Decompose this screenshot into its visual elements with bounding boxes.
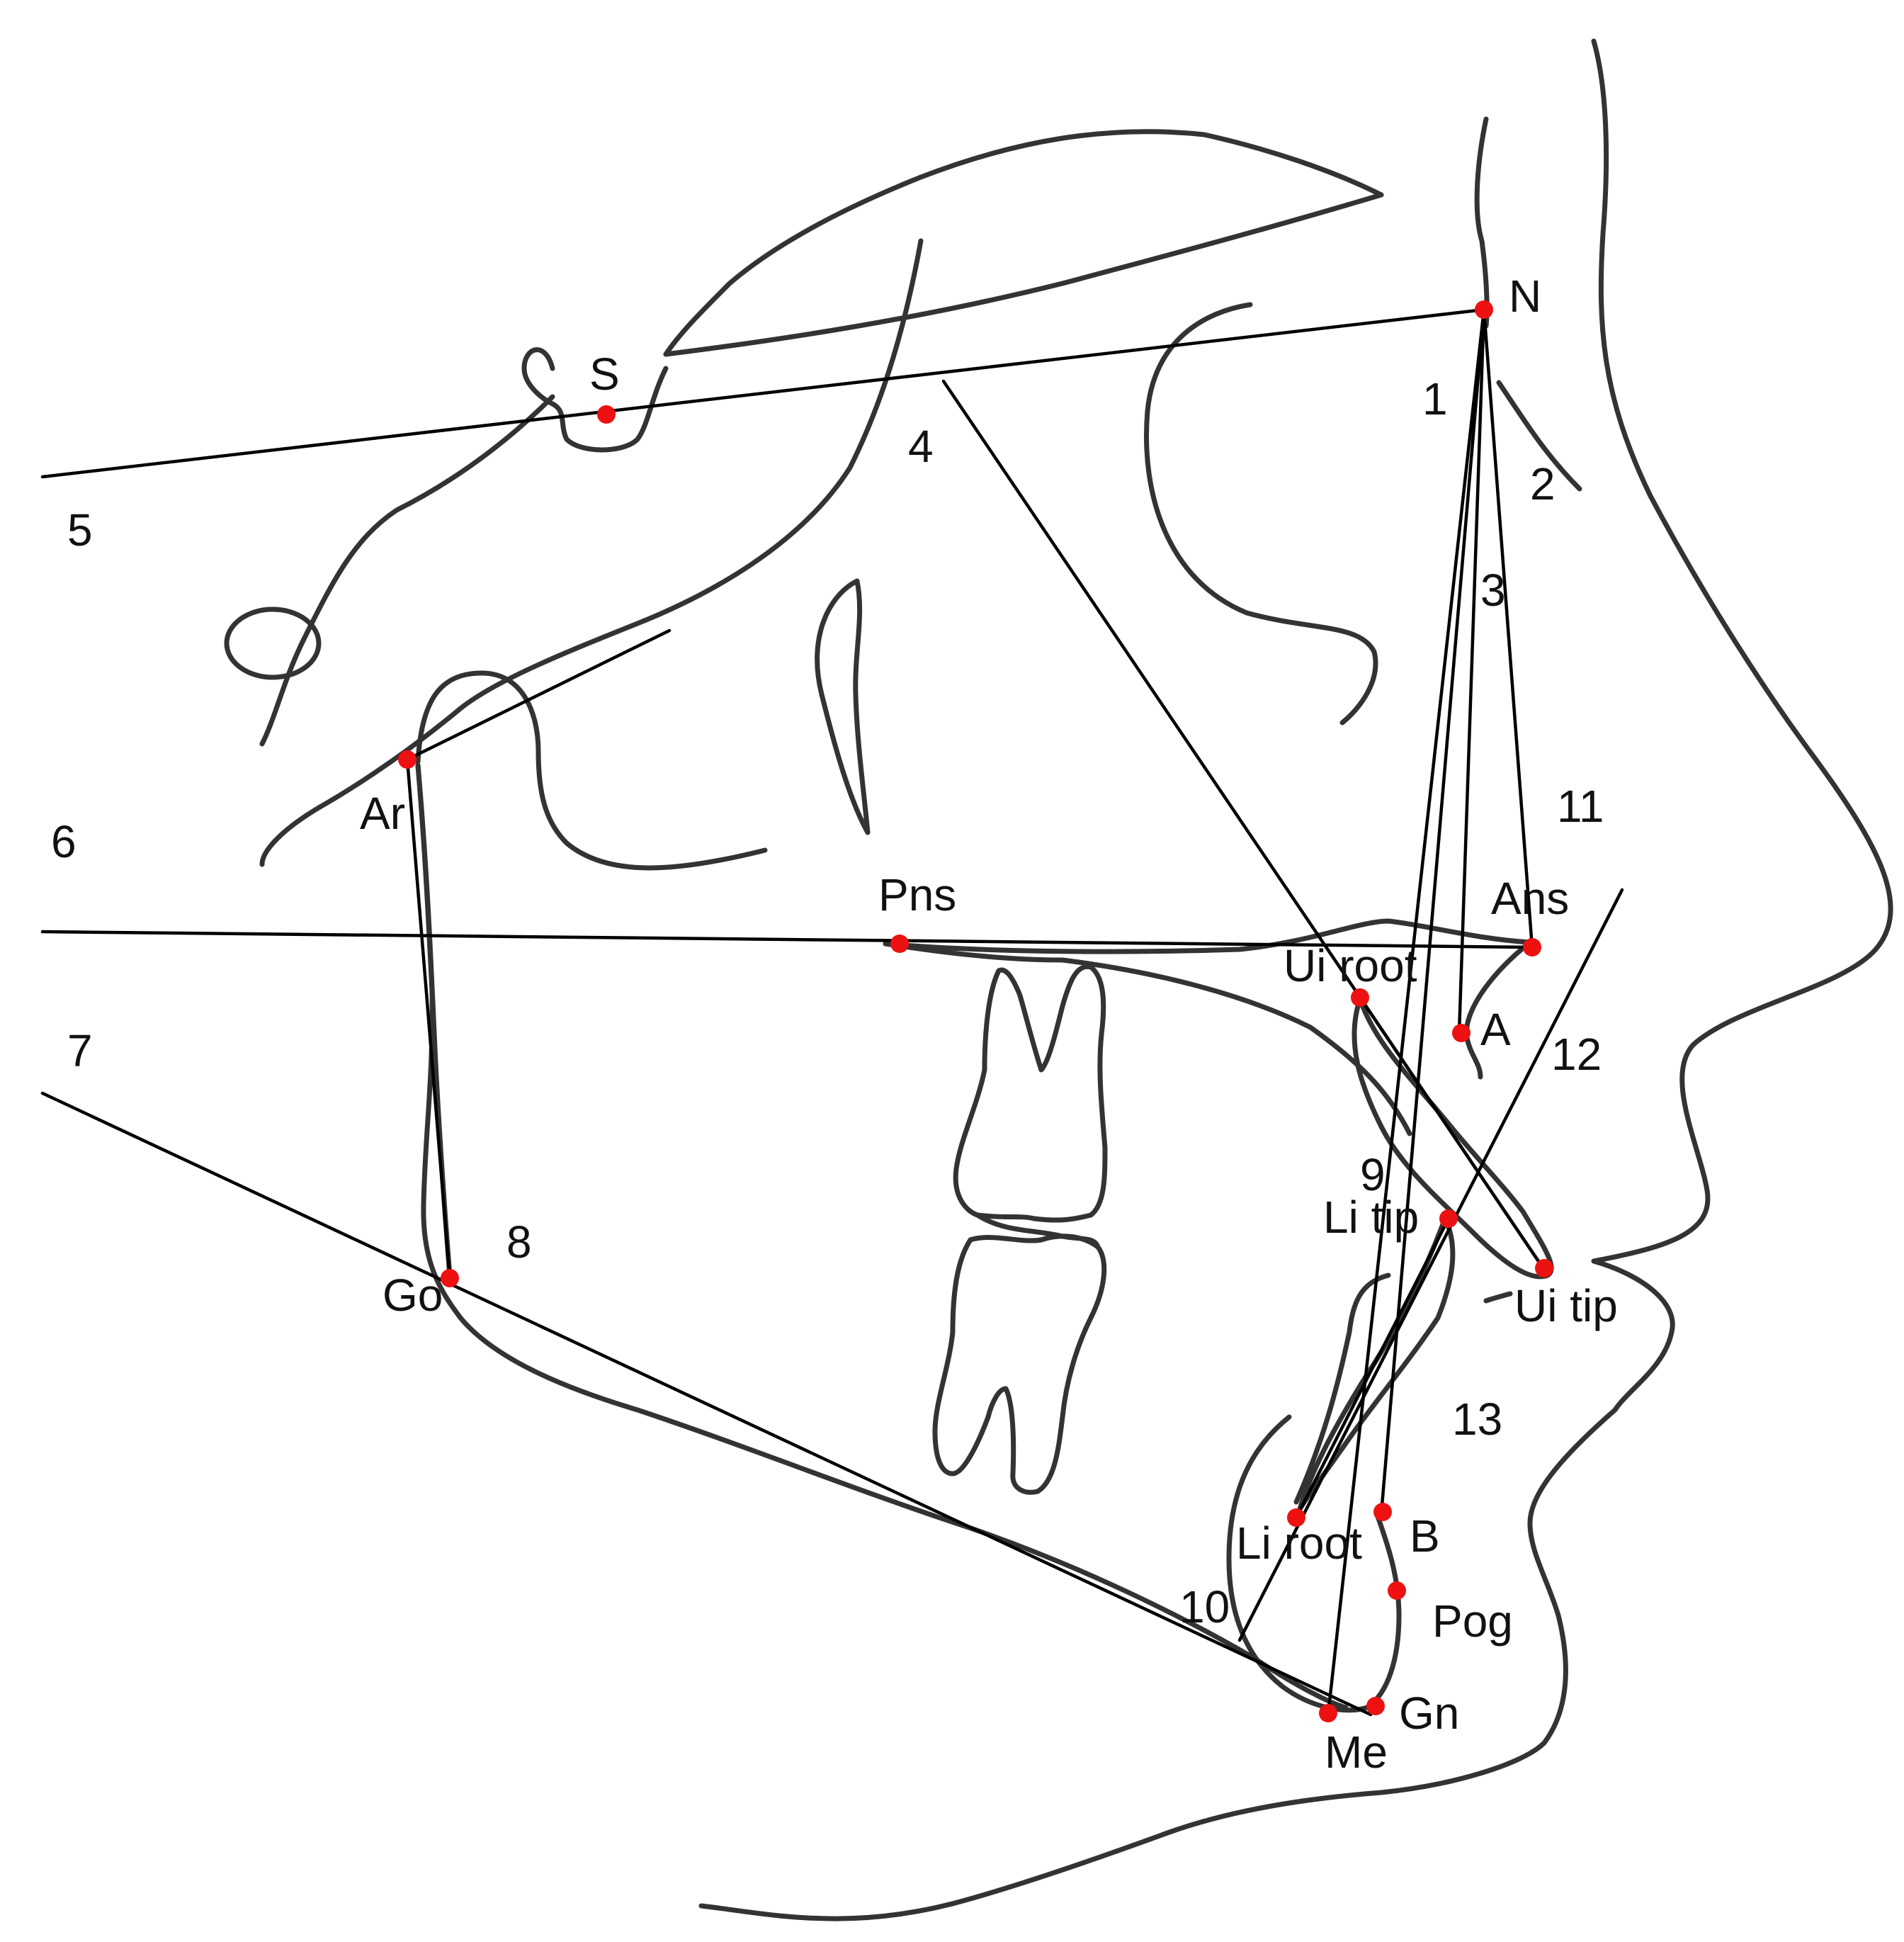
lower-molar xyxy=(932,1233,1107,1495)
line-n-ans xyxy=(1482,307,1534,949)
nasal-tip-line xyxy=(1496,380,1582,492)
line-number-10: 10 xyxy=(1179,1581,1230,1632)
orbit-roof xyxy=(663,192,1384,357)
landmark-ans-dot xyxy=(1523,938,1541,956)
line-n-b xyxy=(1379,307,1486,1516)
landmark-labels: N S Ar Pns Ans Ui root A Li tip Ui tip G… xyxy=(360,271,1618,1778)
landmark-ui-tip-dot xyxy=(1535,1259,1553,1277)
line-number-6: 6 xyxy=(51,816,76,867)
landmark-ui-root-dot xyxy=(1351,988,1369,1007)
line-number-4: 4 xyxy=(908,421,934,472)
landmark-me-label: Me xyxy=(1325,1727,1388,1778)
landmark-b-label: B xyxy=(1410,1511,1440,1562)
orbit-rim xyxy=(259,238,924,867)
line-ar-go xyxy=(405,757,452,1280)
landmark-li-tip-dot xyxy=(1439,1209,1458,1228)
line-number-12: 12 xyxy=(1551,1029,1602,1080)
landmark-a-label: A xyxy=(1480,1004,1511,1055)
line-number-13: 13 xyxy=(1452,1394,1502,1445)
landmark-s-label: S xyxy=(589,349,620,400)
soft-tissue-profile xyxy=(698,38,1893,1921)
landmark-points xyxy=(398,300,1553,1722)
landmark-go-label: Go xyxy=(382,1270,443,1321)
frontal-sinus-upper xyxy=(663,129,1384,357)
zygomatic-curve xyxy=(1144,302,1378,726)
line-pns-ans-extended xyxy=(40,930,1534,949)
upper-molar xyxy=(953,964,1108,1223)
pterygomaxillary-fissure xyxy=(815,578,871,835)
landmark-a-dot xyxy=(1452,1024,1470,1042)
lower-incisor-root xyxy=(1293,1272,1391,1505)
ear-rod-oval xyxy=(224,606,322,680)
line-n-a xyxy=(1457,307,1486,1035)
line-number-5: 5 xyxy=(67,504,93,555)
mandible-lower-border xyxy=(458,1315,1349,1710)
line-n-me xyxy=(1326,307,1486,1717)
lower-lip-mark xyxy=(1483,1291,1513,1304)
line-number-labels: 1 2 3 4 5 6 7 8 9 10 11 12 13 xyxy=(51,373,1604,1632)
landmark-n-label: N xyxy=(1509,271,1541,322)
landmark-n-dot xyxy=(1475,300,1493,319)
line-number-3: 3 xyxy=(1480,565,1506,616)
landmark-li-tip-label: Li tip xyxy=(1323,1192,1419,1243)
line-ar-upper xyxy=(405,628,672,762)
line-ui-axis xyxy=(1358,995,1546,1272)
line-number-8: 8 xyxy=(506,1216,532,1268)
reference-lines xyxy=(40,307,1624,1717)
landmark-pns-label: Pns xyxy=(878,869,956,920)
line-number-11: 11 xyxy=(1557,781,1604,832)
landmark-gn-dot xyxy=(1366,1697,1385,1715)
landmark-ui-tip-label: Ui tip xyxy=(1514,1280,1618,1331)
landmark-ar-label: Ar xyxy=(360,788,405,839)
line-number-1: 1 xyxy=(1422,373,1448,424)
anatomy-tracing xyxy=(224,38,1893,1921)
palate-upper xyxy=(883,918,1533,954)
line-mandibular-plane xyxy=(40,1091,1373,1717)
landmark-go-dot xyxy=(441,1269,459,1287)
line-s-n-extended xyxy=(40,307,1486,479)
clivus xyxy=(259,394,555,747)
line-number-7: 7 xyxy=(67,1025,93,1076)
landmark-pns-dot xyxy=(890,935,909,953)
condyle xyxy=(415,670,768,871)
landmark-ar-dot xyxy=(398,750,416,769)
line-number-9: 9 xyxy=(1360,1149,1386,1200)
landmark-ans-label: Ans xyxy=(1491,873,1569,924)
line-li-root-tip xyxy=(1294,1216,1451,1520)
landmark-gn-label: Gn xyxy=(1399,1688,1459,1739)
symphysis-outer xyxy=(1226,1414,1402,1713)
landmark-li-root-label: Li root xyxy=(1236,1518,1362,1569)
landmark-pog-label: Pog xyxy=(1432,1596,1513,1647)
landmark-ui-root-label: Ui root xyxy=(1284,940,1417,991)
landmark-b-dot xyxy=(1373,1503,1392,1521)
landmark-li-root-dot xyxy=(1287,1508,1305,1527)
landmark-me-dot xyxy=(1319,1704,1337,1722)
nasal-bone xyxy=(1474,116,1490,329)
palate-lower xyxy=(883,941,1412,1136)
molar-occlusal-line xyxy=(975,1212,1101,1250)
sella-turcica xyxy=(521,347,669,453)
line-number-2: 2 xyxy=(1530,458,1556,509)
landmark-s-dot xyxy=(597,405,616,424)
landmark-pog-dot xyxy=(1388,1581,1406,1600)
